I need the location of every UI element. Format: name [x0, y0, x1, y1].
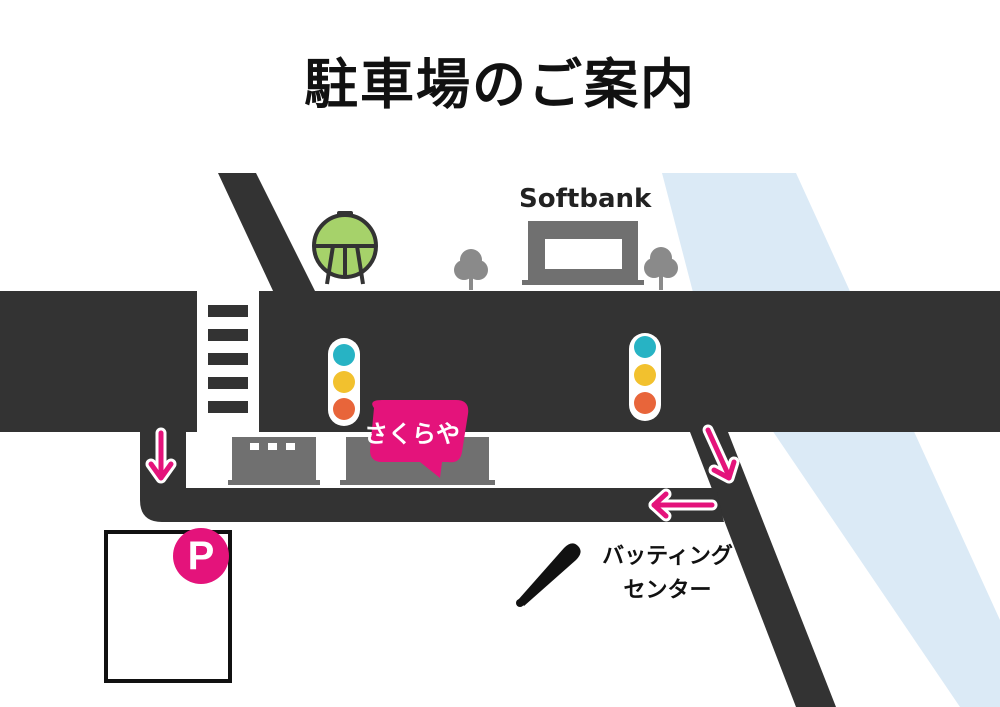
building-left: [228, 437, 320, 485]
route-arrow-icon: [148, 430, 174, 481]
crosswalk: [197, 291, 259, 432]
baseball-bat-icon: [516, 543, 581, 607]
sakuraya-label: さくらや: [364, 420, 460, 448]
route-arrow-icon: [705, 427, 737, 481]
page-title: 駐車場のご案内: [304, 53, 696, 116]
batting-center-label-line2: センター: [623, 578, 712, 603]
softbank-label: Softbank: [519, 184, 652, 214]
tree-icon: [454, 249, 488, 290]
diagonal-road-north: [218, 173, 316, 293]
tree-icon: [644, 247, 678, 290]
main-road: [0, 291, 1000, 432]
parking-badge: P: [173, 528, 229, 584]
softbank-building: [522, 221, 644, 285]
traffic-light-icon: [629, 333, 661, 421]
gas-tank-icon: [312, 211, 378, 285]
batting-center-label: バッティング センター: [580, 540, 755, 608]
batting-center-label-line1: バッティング: [602, 544, 733, 569]
route-arrow-icon: [651, 491, 715, 519]
diagonal-road-south: [690, 432, 836, 707]
side-road: [140, 432, 724, 522]
traffic-light-icon: [328, 338, 360, 426]
sakuraya-bubble: [370, 400, 469, 478]
